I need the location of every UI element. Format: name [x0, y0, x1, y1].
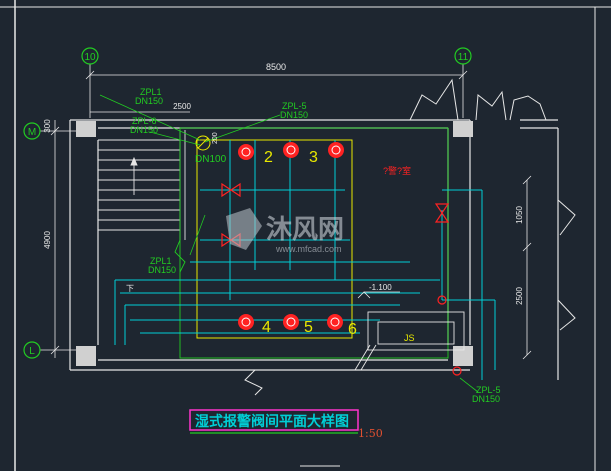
- gate-valve-3: [434, 203, 450, 223]
- valve-number-5: 5: [304, 319, 313, 336]
- elevation-text: -1.100: [369, 283, 392, 292]
- axis-bubble-10: 10: [81, 47, 99, 65]
- valve-6: [327, 314, 343, 330]
- pipe-label-dn150-b: DN150: [130, 125, 158, 135]
- axis-bubble-m: M: [23, 122, 41, 140]
- dimension-1050-text: 1050: [515, 206, 524, 224]
- column-l10: [76, 346, 96, 366]
- valve-2: [238, 144, 254, 160]
- axis-label-l: L: [29, 346, 35, 357]
- pipe-label-zpl6: ZPL-6: [132, 116, 157, 126]
- axis-bubble-11: 11: [454, 47, 472, 65]
- elevation-marker: [357, 291, 400, 299]
- valve-1: [195, 135, 211, 151]
- js-label: JS: [404, 333, 415, 343]
- title-frame: [189, 409, 359, 431]
- dimension-left: [50, 120, 60, 358]
- valve-number-2: 2: [264, 149, 273, 166]
- stair-arrow: [130, 156, 138, 195]
- pipe-label-dn100: DN100: [195, 154, 227, 165]
- pipe-label-zpl5-top: ZPL-5: [282, 101, 307, 111]
- axis-label-m: M: [28, 127, 36, 138]
- valve-rack: [196, 139, 353, 339]
- dimension-sub-text: 2500: [173, 102, 191, 111]
- dimension-top: [85, 70, 468, 80]
- valve-number-6: 6: [348, 321, 357, 338]
- pipe-label-dn150-a: DN150: [135, 96, 163, 106]
- axis-label-10: 10: [84, 52, 96, 63]
- drawing-title: 湿式报警阀间平面大样图: [195, 413, 349, 429]
- watermark-brand: 沐风网: [266, 214, 344, 244]
- dimension-right: [522, 175, 532, 360]
- bottom-wall: [244, 369, 340, 467]
- pipe-label-dn150-d: DN150: [148, 265, 176, 275]
- watermark-logo-icon: [226, 208, 262, 250]
- js-pit: [354, 311, 465, 371]
- pipe-label-zpl5-bot: ZPL-5: [476, 385, 501, 395]
- pipe-label-dn150-c: DN150: [280, 110, 308, 120]
- pipe-label-dn150-e: DN150: [472, 394, 500, 404]
- watermark: 沐风网 www.mfcad.com: [226, 208, 344, 254]
- valve-3b: [328, 142, 344, 158]
- dimension-200-text: 200: [212, 132, 219, 144]
- column-l11: [453, 346, 473, 366]
- pipe-label-zpl1-top: ZPL1: [140, 87, 162, 97]
- pipes: [114, 140, 496, 380]
- valve-3: [283, 142, 299, 158]
- dimension-4900-text: 4900: [43, 231, 52, 249]
- valve-number-3: 3: [309, 149, 318, 166]
- dimension-2500-text: 2500: [515, 287, 524, 305]
- riser-point: [452, 366, 462, 376]
- axis-label-11: 11: [458, 52, 469, 63]
- gate-valve-1: [221, 182, 241, 198]
- column-m10: [76, 121, 96, 137]
- pipe-label-zpl1-mid: ZPL1: [150, 256, 172, 266]
- axis-bubble-l: L: [23, 341, 41, 359]
- valve-4: [238, 314, 254, 330]
- valve-number-4: 4: [262, 319, 271, 336]
- dimension-300-text: 300: [43, 119, 52, 133]
- room-outline: [174, 127, 449, 359]
- valve-5: [283, 314, 299, 330]
- drawing-scale: 1:50: [358, 427, 383, 440]
- stairs: [98, 130, 186, 240]
- room-label: ?警?室: [383, 165, 411, 176]
- watermark-url: www.mfcad.com: [275, 244, 342, 254]
- leader-lines: [99, 94, 479, 393]
- dimension-span-text: 8500: [266, 62, 286, 72]
- break-lines: [409, 78, 576, 331]
- down-label: 下: [126, 284, 134, 293]
- column-m11: [453, 121, 473, 137]
- drain-point: [437, 295, 447, 305]
